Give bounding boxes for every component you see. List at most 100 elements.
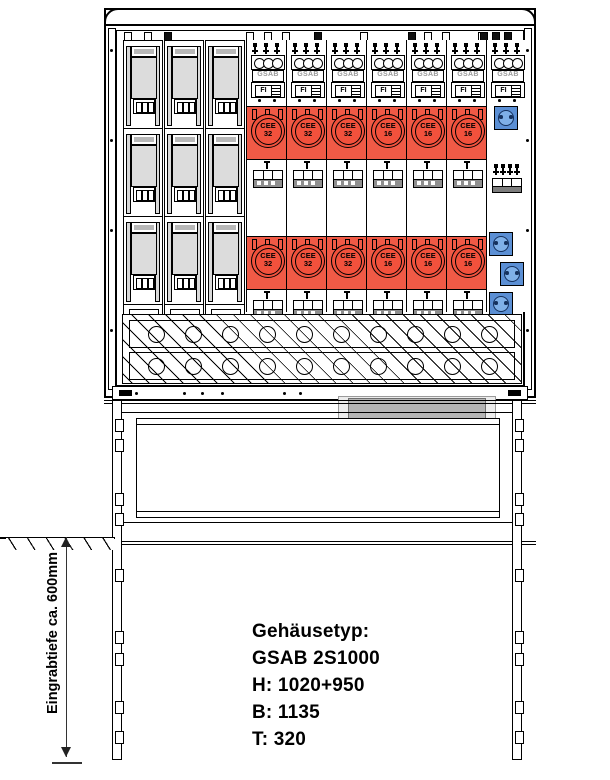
schuko-socket[interactable] bbox=[489, 232, 513, 256]
indicator-dots bbox=[371, 99, 403, 103]
cee-socket-type: CEE bbox=[260, 121, 276, 130]
cee-socket-type: CEE bbox=[340, 121, 356, 130]
meter-panel bbox=[123, 40, 163, 130]
leg-slot bbox=[514, 419, 524, 432]
breaker-device[interactable] bbox=[453, 170, 483, 188]
indicator-dots bbox=[491, 99, 523, 103]
breaker-device[interactable] bbox=[413, 300, 443, 318]
burial-depth-dimension-line bbox=[66, 537, 68, 757]
grid-line bbox=[312, 88, 320, 89]
schuko-socket[interactable] bbox=[494, 106, 518, 130]
breaker-device[interactable] bbox=[413, 170, 443, 188]
hinge-dot bbox=[110, 49, 113, 52]
housing-spec-block: Gehäusetyp: GSAB 2S1000 H: 1020+950 B: 1… bbox=[252, 618, 512, 753]
lock-tab-right[interactable] bbox=[508, 390, 521, 396]
meter-frame-left bbox=[126, 134, 131, 214]
terminal-block-lower bbox=[493, 186, 521, 192]
breaker-circle bbox=[512, 57, 523, 69]
grid-line bbox=[432, 94, 440, 95]
meter-nameplate bbox=[213, 134, 239, 145]
lock-tab-left[interactable] bbox=[119, 390, 132, 396]
schuko-socket[interactable] bbox=[489, 292, 513, 316]
fuse-icon bbox=[500, 164, 507, 175]
cee-socket-ring bbox=[334, 247, 362, 275]
breaker-device[interactable] bbox=[293, 170, 323, 188]
dimension-arrow-bottom bbox=[61, 747, 71, 757]
terminal-slot bbox=[189, 102, 195, 113]
cable-knockout bbox=[407, 326, 424, 343]
breaker-device[interactable] bbox=[253, 170, 283, 188]
nameplate-fill bbox=[216, 49, 236, 54]
breaker-toggle bbox=[304, 311, 308, 315]
terminal-slot bbox=[136, 278, 142, 289]
cee-socket-ring bbox=[294, 247, 322, 275]
cee-socket-type: CEE bbox=[300, 121, 316, 130]
breaker-device[interactable] bbox=[373, 170, 403, 188]
breaker-symbol bbox=[464, 291, 470, 299]
nameplate-fill bbox=[216, 225, 236, 230]
meter-display-window bbox=[213, 233, 239, 275]
terminal-slot bbox=[224, 190, 230, 201]
breaker-toggle bbox=[464, 181, 468, 185]
brand-label: GSAB bbox=[252, 70, 284, 82]
rcd-terminal-grid bbox=[431, 85, 441, 97]
leg-slot bbox=[114, 653, 124, 666]
meter-panel bbox=[164, 128, 204, 218]
breaker-toggle bbox=[344, 311, 348, 315]
breaker-toggle bbox=[337, 181, 341, 185]
meter-column bbox=[122, 40, 163, 359]
meter-terminal-cover bbox=[133, 187, 155, 202]
pedestal-mid-rail bbox=[104, 541, 536, 545]
breaker-device[interactable] bbox=[333, 170, 363, 188]
cee-socket-type: CEE bbox=[260, 251, 276, 260]
breaker-toggle bbox=[424, 311, 428, 315]
terminal-slot bbox=[142, 102, 148, 113]
rcd-label: FI bbox=[495, 85, 512, 97]
pedestal-panel-inner bbox=[136, 424, 500, 512]
breaker-toggle bbox=[297, 181, 301, 185]
breaker-pole-divider bbox=[472, 301, 474, 309]
terminal-slot bbox=[224, 278, 230, 289]
indicator-dots bbox=[291, 99, 323, 103]
schuko-socket[interactable] bbox=[500, 262, 524, 286]
meter-panel bbox=[123, 128, 163, 218]
meter-nameplate bbox=[131, 134, 157, 145]
schuko-contact-hole bbox=[504, 241, 508, 245]
spec-line-model: GSAB 2S1000 bbox=[252, 648, 380, 669]
breaker-group bbox=[247, 160, 287, 190]
breaker-lower bbox=[334, 310, 362, 317]
breaker-device[interactable] bbox=[373, 300, 403, 318]
cabinet-roof bbox=[104, 8, 536, 26]
meter-nameplate bbox=[172, 46, 198, 57]
terminal-slot bbox=[224, 102, 230, 113]
meter-panel bbox=[205, 128, 245, 218]
fuse-symbol-row bbox=[290, 43, 324, 54]
terminal-block-upper bbox=[493, 179, 521, 187]
meter-display-window bbox=[213, 57, 239, 99]
meter-terminal-cover bbox=[133, 275, 155, 290]
terminal-slot bbox=[183, 190, 189, 201]
cable-knockout bbox=[148, 358, 165, 375]
breaker-toggle bbox=[377, 181, 381, 185]
nameplate-fill bbox=[134, 49, 154, 54]
fuse-icon bbox=[514, 43, 521, 54]
meter-display-window bbox=[131, 145, 157, 187]
breaker-toggle bbox=[457, 181, 461, 185]
meter-display-window bbox=[172, 233, 198, 275]
ground-hatching bbox=[6, 538, 114, 550]
rcd-label: FI bbox=[255, 85, 272, 97]
cee-socket-type: CEE bbox=[300, 251, 316, 260]
